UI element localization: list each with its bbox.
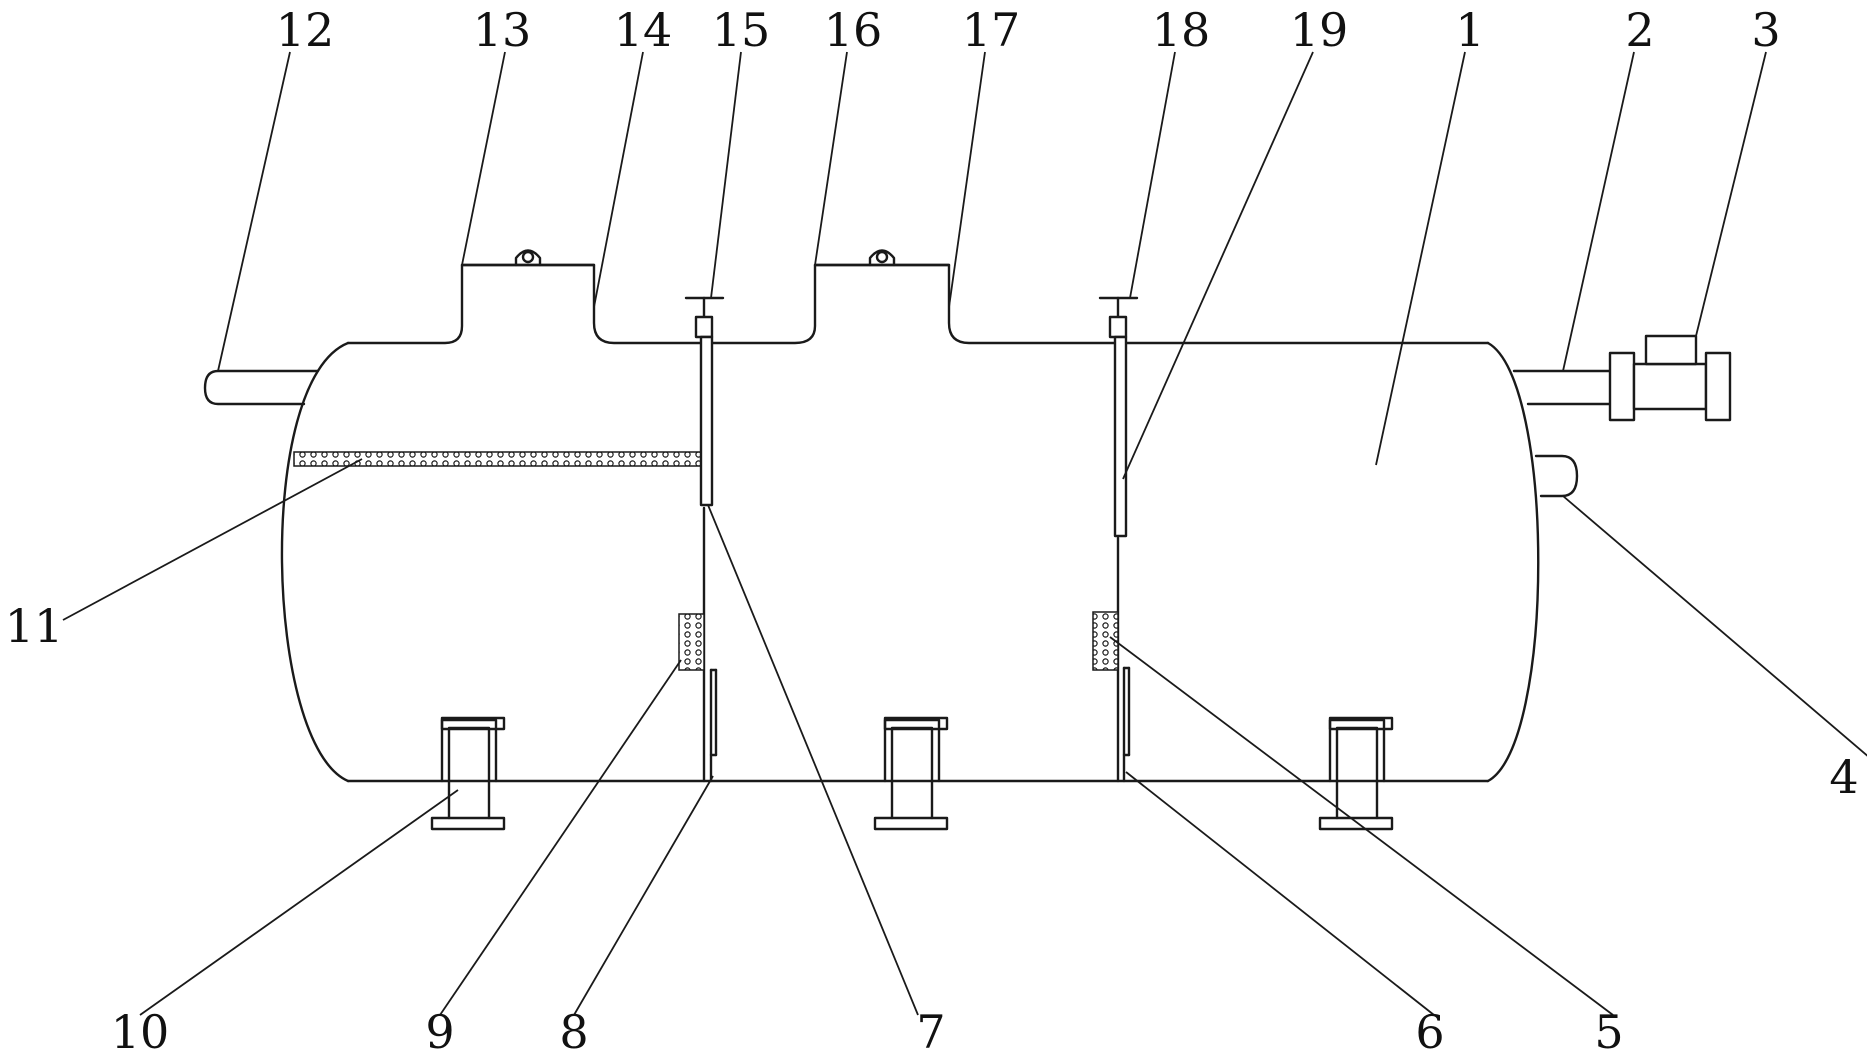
leader-18 — [1129, 51, 1176, 299]
leader-13 — [461, 51, 506, 266]
outlet-pipe — [203, 369, 320, 406]
label-18: 18 — [1152, 3, 1211, 57]
label-9: 9 — [425, 1005, 454, 1058]
label-10: 10 — [111, 1005, 170, 1058]
leader-17 — [948, 51, 986, 308]
callout-labels: 12 13 14 15 16 17 18 19 1 2 3 11 4 10 9 … — [5, 3, 1859, 1058]
label-14: 14 — [614, 3, 673, 57]
leader-4 — [1562, 495, 1867, 757]
label-11: 11 — [5, 599, 64, 653]
leader-19 — [1122, 51, 1314, 480]
manhole-cover-right — [813, 249, 951, 267]
leader-7 — [707, 504, 919, 1016]
leader-10 — [139, 789, 459, 1016]
label-12: 12 — [276, 3, 335, 57]
label-15: 15 — [712, 3, 771, 57]
label-7: 7 — [916, 1005, 945, 1058]
side-nozzle — [1534, 454, 1579, 498]
leader-15 — [710, 51, 742, 299]
label-17: 17 — [962, 3, 1021, 57]
leader-8 — [573, 775, 714, 1016]
partition-right — [1116, 536, 1131, 783]
tank-body — [280, 263, 1540, 783]
support-foot-right — [1318, 716, 1394, 831]
leader-9 — [439, 659, 682, 1016]
label-6: 6 — [1415, 1005, 1444, 1058]
leader-6 — [1125, 771, 1435, 1016]
label-1: 1 — [1455, 3, 1484, 57]
leader-1 — [1375, 51, 1466, 466]
label-2: 2 — [1625, 3, 1654, 57]
manhole-cover-left — [460, 249, 596, 267]
label-4: 4 — [1829, 750, 1858, 804]
label-16: 16 — [824, 3, 883, 57]
label-13: 13 — [473, 3, 532, 57]
label-3: 3 — [1751, 3, 1780, 57]
partition-left — [702, 506, 718, 783]
valve-right — [1098, 296, 1139, 538]
leader-12 — [217, 51, 291, 372]
leader-lines — [62, 51, 1867, 1016]
leader-3 — [1695, 51, 1767, 337]
leader-16 — [814, 51, 848, 266]
leader-11 — [62, 458, 363, 621]
inlet-pipe — [1512, 369, 1612, 406]
label-8: 8 — [559, 1005, 588, 1058]
label-19: 19 — [1290, 3, 1349, 57]
filter-block-left — [678, 613, 705, 671]
valve-left — [684, 296, 725, 507]
leader-14 — [593, 51, 644, 308]
leader-5 — [1109, 636, 1614, 1016]
label-5: 5 — [1594, 1005, 1623, 1058]
support-foot-middle — [873, 716, 949, 831]
support-foot-left — [430, 716, 506, 831]
pump — [1608, 334, 1732, 422]
leader-2 — [1562, 51, 1635, 372]
filter-layer — [293, 451, 705, 467]
